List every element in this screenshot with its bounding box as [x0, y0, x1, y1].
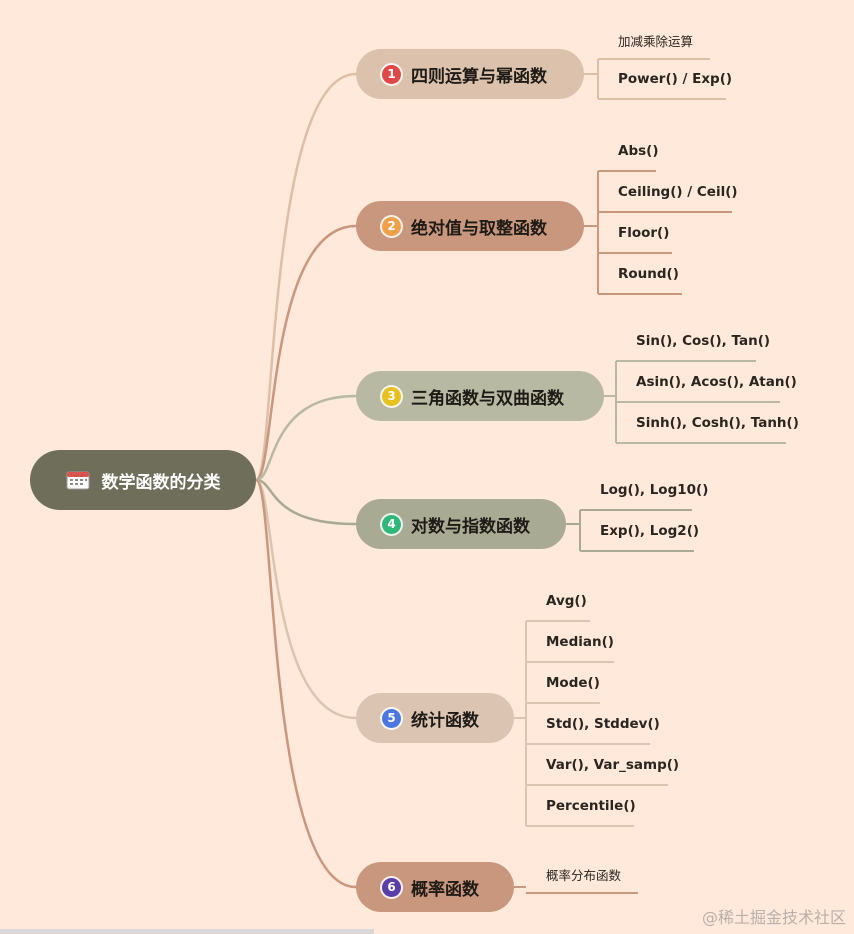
- leaf-node[interactable]: Ceiling() / Ceil(): [618, 184, 738, 200]
- calendar-icon: [66, 471, 89, 490]
- root-to-branch-link: [254, 72, 357, 482]
- leaf-node[interactable]: Log(), Log10(): [600, 482, 709, 498]
- branch-node-6[interactable]: 6 概率函数: [356, 862, 514, 912]
- leaf-node[interactable]: Sinh(), Cosh(), Tanh(): [636, 415, 799, 431]
- branch-number-badge: 4: [382, 514, 401, 534]
- branch-number-badge: 5: [382, 708, 401, 728]
- leaf-node[interactable]: 加减乘除运算: [618, 34, 694, 49]
- branch-number-badge: 6: [382, 877, 401, 897]
- leaf-node[interactable]: Std(), Stddev(): [546, 716, 660, 732]
- leaf-node[interactable]: Mode(): [546, 675, 600, 691]
- leaf-node[interactable]: Percentile(): [546, 798, 636, 814]
- branch-node-2[interactable]: 2 绝对值与取整函数: [356, 201, 584, 251]
- leaf-node[interactable]: Asin(), Acos(), Atan(): [636, 374, 797, 390]
- branch-label: 概率函数: [411, 879, 479, 900]
- branch-label: 对数与指数函数: [411, 516, 530, 537]
- branch-number-badge: 1: [382, 64, 401, 84]
- leaf-node[interactable]: Var(), Var_samp(): [546, 757, 680, 773]
- leaf-node[interactable]: Floor(): [618, 225, 670, 241]
- root-to-branch-link: [255, 478, 357, 526]
- branch-node-4[interactable]: 4 对数与指数函数: [356, 499, 566, 549]
- leaf-node[interactable]: 概率分布函数: [546, 868, 622, 883]
- leaf-node[interactable]: Avg(): [546, 593, 587, 609]
- branch-label: 统计函数: [411, 710, 479, 731]
- root-node[interactable]: 数学函数的分类: [30, 450, 256, 510]
- branch-label: 三角函数与双曲函数: [411, 388, 564, 409]
- root-to-branch-link: [255, 478, 357, 720]
- root-to-branch-link: [255, 224, 357, 482]
- leaf-node[interactable]: Abs(): [618, 143, 659, 159]
- root-to-branch-link: [255, 394, 357, 482]
- leaf-node[interactable]: Power() / Exp(): [618, 71, 733, 87]
- branch-node-3[interactable]: 3 三角函数与双曲函数: [356, 371, 604, 421]
- watermark: @稀土掘金技术社区: [701, 908, 846, 927]
- root-to-branch-link: [254, 478, 357, 889]
- branch-label: 四则运算与幂函数: [411, 66, 547, 87]
- leaf-node[interactable]: Round(): [618, 266, 679, 282]
- leaf-node[interactable]: Median(): [546, 634, 614, 650]
- scrollbar[interactable]: [0, 929, 374, 934]
- branch-label: 绝对值与取整函数: [411, 218, 547, 239]
- branch-number-badge: 3: [382, 386, 401, 406]
- leaf-node[interactable]: Exp(), Log2(): [600, 523, 700, 539]
- branch-node-1[interactable]: 1 四则运算与幂函数: [356, 49, 584, 99]
- root-label: 数学函数的分类: [101, 472, 221, 493]
- branch-number-badge: 2: [382, 216, 401, 236]
- leaf-node[interactable]: Sin(), Cos(), Tan(): [636, 333, 771, 349]
- branch-node-5[interactable]: 5 统计函数: [356, 693, 514, 743]
